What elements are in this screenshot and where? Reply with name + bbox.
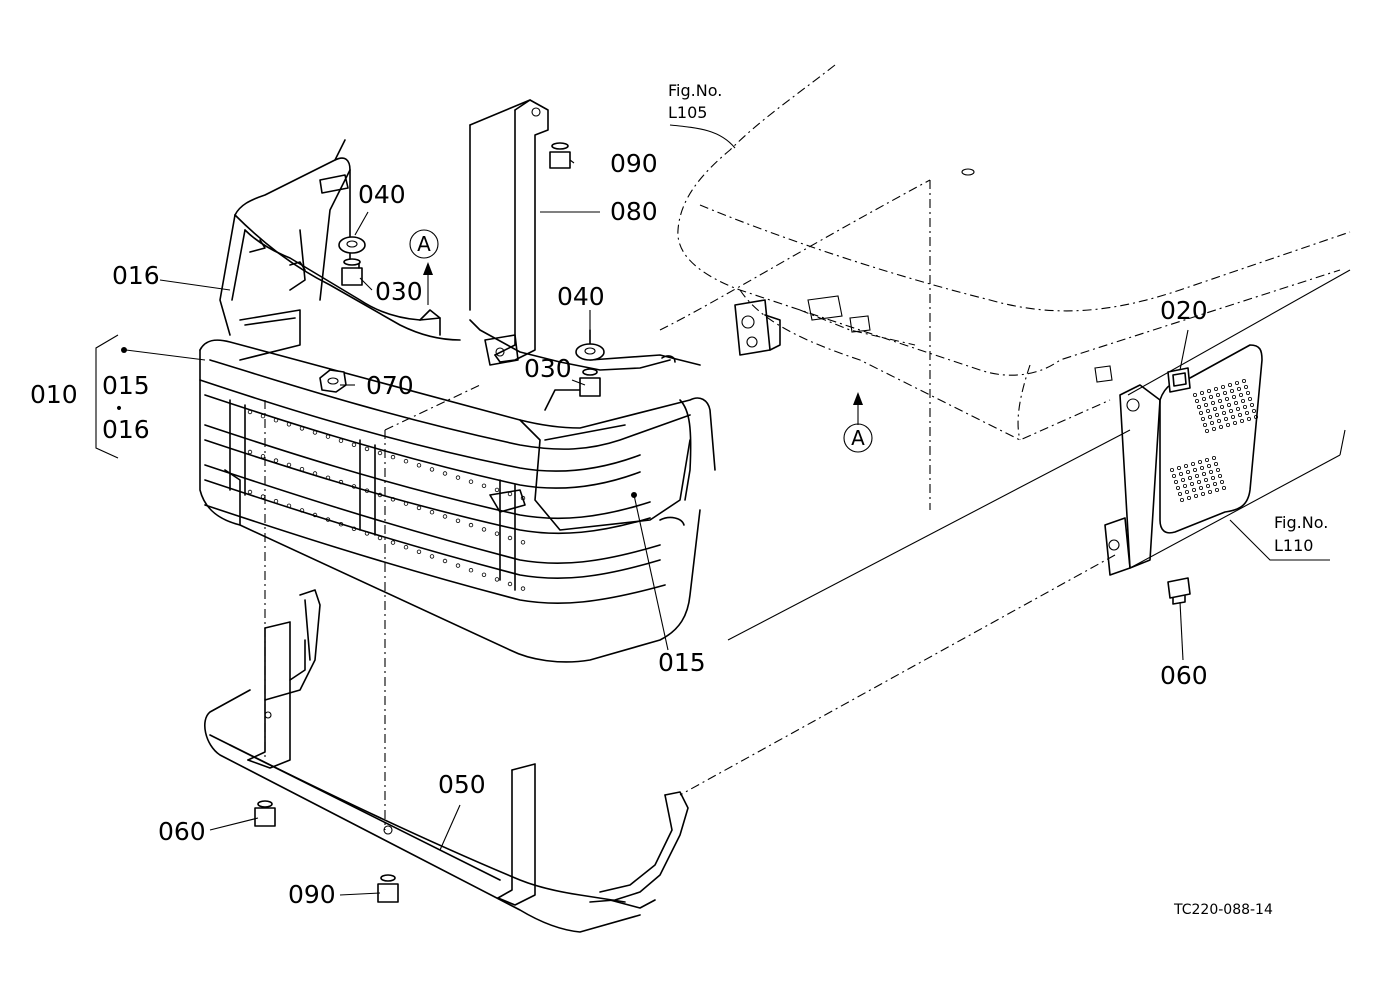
washer-040-right bbox=[575, 343, 605, 361]
mount-centerline bbox=[679, 554, 1116, 796]
part-label-040-left: 040 bbox=[358, 180, 406, 209]
part-label-050: 050 bbox=[438, 770, 486, 799]
bolt-030-right bbox=[579, 368, 601, 397]
bolt-030-left bbox=[341, 258, 363, 286]
grille-frame-016 bbox=[219, 139, 701, 411]
group-separator-dot: • bbox=[115, 401, 123, 417]
centerline-upper bbox=[384, 384, 481, 431]
part-label-015-group: 015 bbox=[102, 371, 150, 400]
hood-lower-line bbox=[727, 429, 1131, 641]
part-label-080: 080 bbox=[610, 197, 658, 226]
fig-ref-panel-line1: Fig.No. bbox=[1274, 513, 1328, 532]
fig-ref-panel-line2: L110 bbox=[1274, 536, 1313, 555]
under-cover-050 bbox=[204, 589, 689, 933]
part-label-030-right: 030 bbox=[524, 354, 572, 383]
part-label-040-right: 040 bbox=[557, 282, 605, 311]
nut-070 bbox=[319, 369, 347, 393]
part-label-060-left: 060 bbox=[158, 817, 206, 846]
part-label-020: 020 bbox=[1160, 296, 1208, 325]
panel-perforations bbox=[1170, 378, 1259, 502]
fig-ref-hood-line2: L105 bbox=[668, 103, 707, 122]
washer-040-left bbox=[338, 236, 366, 254]
drawing-code: TC220-088-14 bbox=[1173, 902, 1273, 918]
bolt-060-right bbox=[1167, 577, 1191, 605]
part-label-015: 015 bbox=[658, 648, 706, 677]
part-label-010: 010 bbox=[30, 380, 78, 409]
callout-circle-a-right bbox=[843, 423, 873, 453]
grille-perforations bbox=[247, 409, 526, 591]
bolt-090-bottom bbox=[377, 874, 399, 903]
bolt-090-top bbox=[549, 142, 571, 169]
part-label-090-top: 090 bbox=[610, 149, 658, 178]
part-label-070: 070 bbox=[366, 371, 414, 400]
part-label-016-group: 016 bbox=[102, 415, 150, 444]
part-label-090-bottom: 090 bbox=[288, 880, 336, 909]
stay-bracket-080 bbox=[469, 99, 549, 366]
bolt-060-left bbox=[254, 800, 276, 827]
hinge-bracket bbox=[734, 299, 781, 356]
leader-lines bbox=[125, 124, 1330, 896]
fig-ref-hood-line1: Fig.No. bbox=[668, 81, 722, 100]
hood-outline bbox=[659, 64, 1351, 510]
group-bracket bbox=[95, 334, 119, 459]
part-label-030-left: 030 bbox=[375, 277, 423, 306]
callout-a-top: A bbox=[417, 232, 431, 256]
front-grille-015 bbox=[199, 339, 716, 663]
part-label-060-right: 060 bbox=[1160, 661, 1208, 690]
arrow-head-a-top bbox=[423, 262, 433, 275]
group-leader-dot bbox=[121, 347, 127, 353]
bolt-020 bbox=[1167, 367, 1191, 393]
arrow-head-a-right bbox=[853, 392, 863, 405]
part-label-016: 016 bbox=[112, 261, 160, 290]
callout-a-right: A bbox=[851, 426, 865, 450]
callout-circle-a-top bbox=[409, 229, 439, 259]
